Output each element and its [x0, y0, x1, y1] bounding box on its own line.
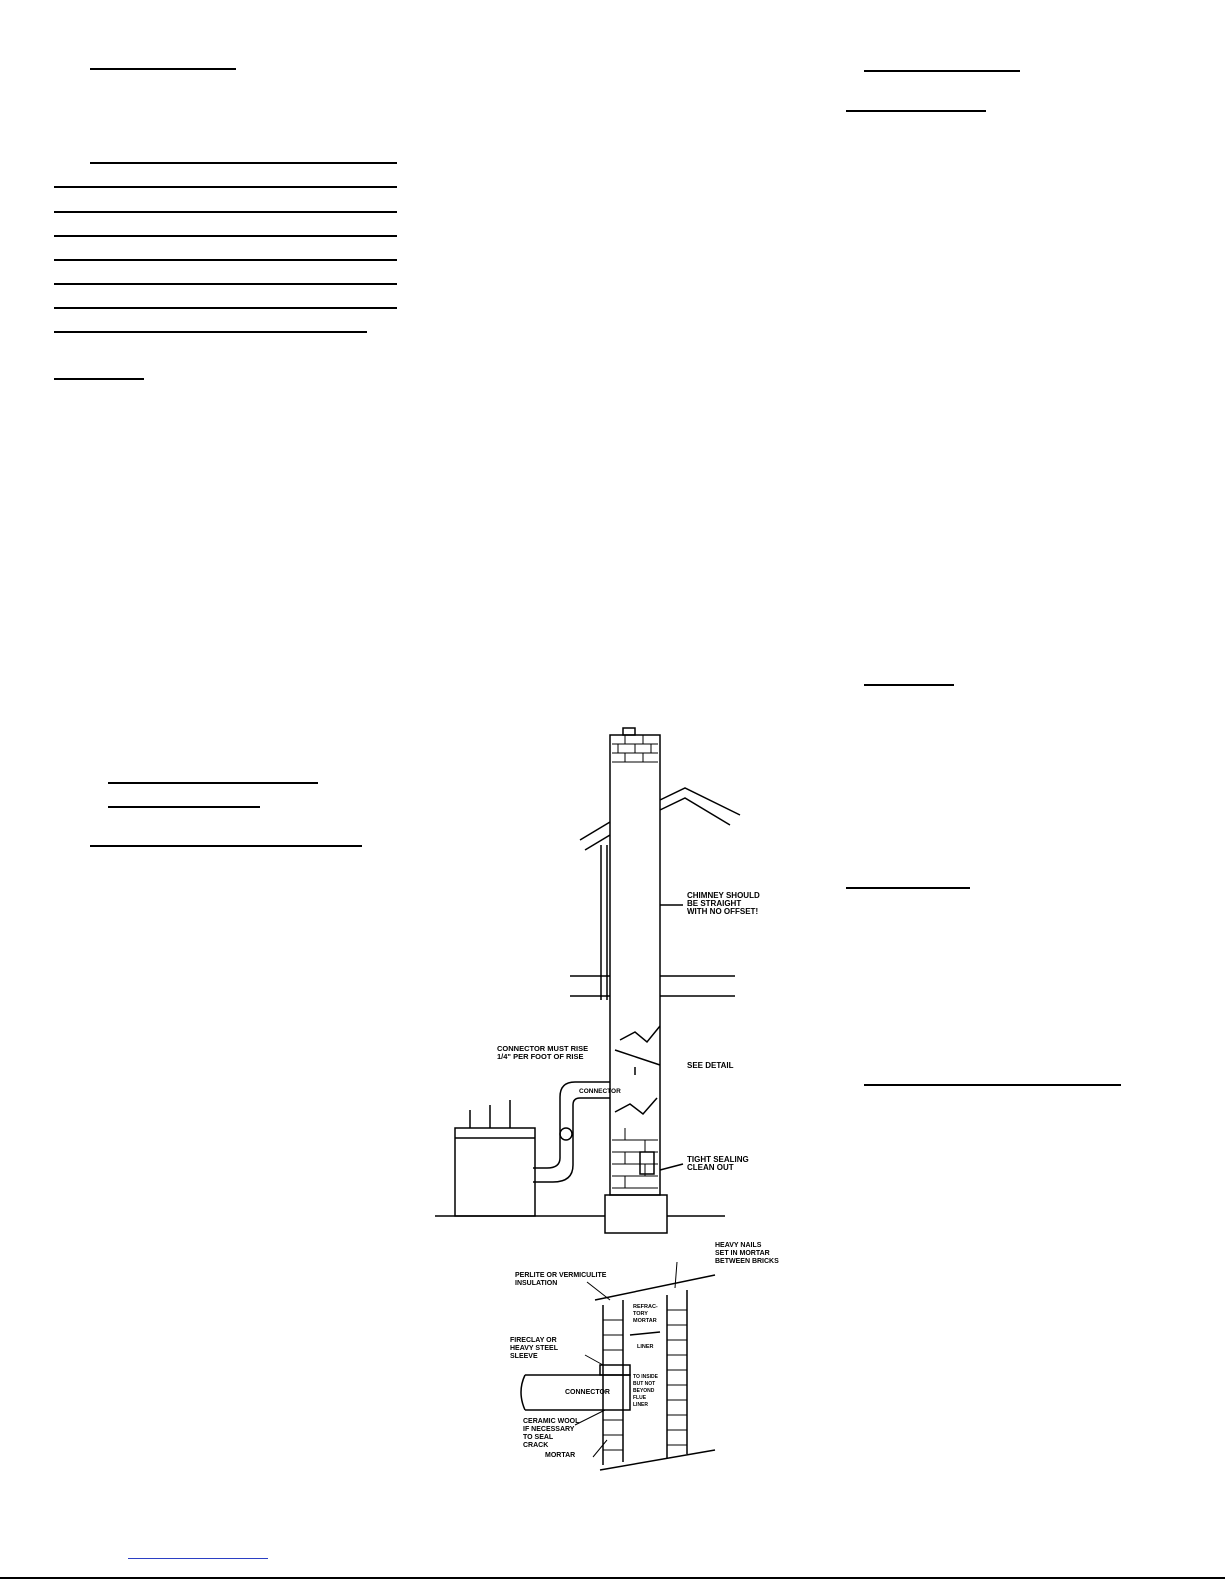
roof-right-inner: [659, 797, 731, 826]
heading-underline-1: [90, 68, 236, 70]
sleeve-label-1: FIRECLAY OR: [510, 1337, 557, 1344]
detail-connector-label: CONNECTOR: [565, 1389, 610, 1396]
footer-link-underline[interactable]: [128, 1558, 268, 1559]
chimney-straight-label-3: WITH NO OFFSET!: [687, 907, 758, 916]
furnace: [454, 1127, 536, 1217]
paragraph-underline-3: [54, 211, 397, 213]
nails-label-2: SET IN MORTAR: [715, 1250, 770, 1257]
paragraph-underline-7: [54, 307, 397, 309]
chimney-straight-label-1: CHIMNEY SHOULD: [687, 891, 760, 900]
connector-pipe: [533, 1081, 610, 1183]
damper: [559, 1127, 573, 1141]
heading-underline-2: [54, 378, 144, 380]
chimney-cap: [622, 727, 636, 736]
heading-underline-7: [846, 110, 986, 112]
concrete-footing: [604, 1194, 668, 1234]
detail-liner: [629, 1331, 661, 1336]
nails-label-3: BETWEEN BRICKS: [715, 1258, 779, 1265]
inside-label-3: BEYOND: [633, 1388, 655, 1394]
chimney-installation-diagram: CHIMNEY SHOULD BE STRAIGHT WITH NO OFFSE…: [435, 727, 779, 1471]
wool-label-2: IF NECESSARY: [523, 1426, 575, 1433]
paragraph-underline-5: [54, 259, 397, 261]
heading-underline-4: [108, 806, 260, 808]
see-detail-label: SEE DETAIL: [687, 1061, 734, 1070]
connector-label: CONNECTOR: [579, 1088, 621, 1095]
paragraph-underline-1: [90, 162, 397, 164]
inside-label-4: FLUE: [633, 1395, 647, 1401]
refractory-label-1: REFRAC-: [633, 1304, 658, 1310]
paragraph-underline-4: [54, 235, 397, 237]
paragraph-underline-2: [54, 186, 397, 188]
sleeve-label-3: SLEEVE: [510, 1353, 538, 1360]
heading-underline-10: [864, 1084, 1121, 1086]
inside-label-2: BUT NOT: [633, 1381, 655, 1387]
heading-underline-9: [846, 887, 970, 889]
connector-rise-label-1: CONNECTOR MUST RISE: [497, 1044, 588, 1053]
lower-bricks: [612, 1128, 658, 1189]
nails-label-1: HEAVY NAILS: [715, 1242, 762, 1249]
heading-underline-5: [90, 845, 362, 847]
heading-underline-6: [864, 70, 1020, 72]
clean-out-door: [639, 1151, 655, 1175]
heading-underline-3: [108, 782, 318, 784]
chimney-column: [609, 734, 661, 1196]
roof-left-inner: [584, 834, 611, 851]
refractory-label-2: TORY: [633, 1311, 648, 1317]
detail-top-break: [594, 1274, 716, 1301]
inside-label-5: LINER: [633, 1402, 648, 1408]
roof-right: [659, 787, 741, 816]
chimney-straight-label-2: BE STRAIGHT: [687, 899, 741, 908]
wool-label-4: CRACK: [523, 1442, 548, 1449]
liner-label: LINER: [637, 1344, 654, 1350]
detail-bottom-break: [599, 1449, 716, 1471]
sleeve-label-2: HEAVY STEEL: [510, 1345, 559, 1352]
connector-rise-label-2: 1/4" PER FOOT OF RISE: [497, 1052, 584, 1061]
refractory-label-3: MORTAR: [633, 1318, 657, 1324]
wool-label-3: TO SEAL: [523, 1434, 554, 1441]
paragraph-underline-8: [54, 331, 367, 333]
wool-label-1: CERAMIC WOOL: [523, 1418, 580, 1425]
roof-left: [579, 821, 611, 841]
insulation-label-2: INSULATION: [515, 1280, 557, 1287]
clean-out-label-1: TIGHT SEALING: [687, 1155, 749, 1164]
inside-label-1: TO INSIDE: [633, 1374, 659, 1380]
insulation-label-1: PERLITE OR VERMICULITE: [515, 1272, 607, 1279]
heading-underline-8: [864, 684, 954, 686]
cap-bricks: [612, 735, 658, 763]
break-mark-lower: [614, 1097, 658, 1116]
break-mark-upper: [619, 1025, 661, 1044]
page-bottom-border: [0, 1577, 1225, 1579]
detail-connector-pipe: [520, 1374, 631, 1411]
detail-sleeve: [599, 1364, 631, 1376]
clean-out-label-2: CLEAN OUT: [687, 1163, 734, 1172]
paragraph-underline-6: [54, 283, 397, 285]
mortar-label: MORTAR: [545, 1452, 575, 1459]
